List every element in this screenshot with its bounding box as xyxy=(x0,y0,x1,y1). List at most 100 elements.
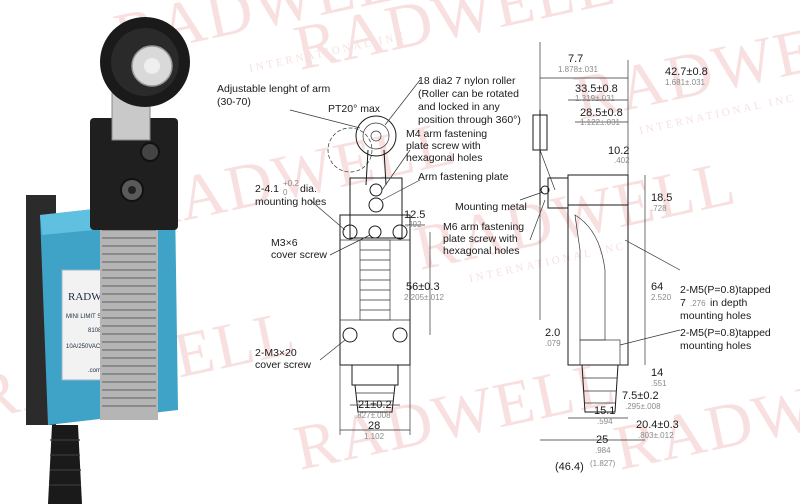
label-mounting-holes-sub: 0 xyxy=(283,188,288,197)
arm-line-left xyxy=(365,149,369,186)
dim-33-5-in: 1.319±.031 xyxy=(575,94,616,103)
plate-web: .com xyxy=(88,368,101,374)
cover-screw-m3x6 xyxy=(368,225,382,239)
cable-gland xyxy=(48,425,82,504)
roller-outline xyxy=(355,115,397,157)
roller-alt-position xyxy=(327,127,373,173)
dim-2-0-in: .079 xyxy=(545,339,561,348)
side-arm-link xyxy=(539,149,556,191)
dim-7-7: 7.7 xyxy=(568,53,583,65)
head-hole-top xyxy=(140,142,160,162)
mounting-hole-bottom-right xyxy=(392,327,408,343)
label-m4-3: hexagonal holes xyxy=(406,152,482,164)
mounting-hole-top-right xyxy=(392,224,408,240)
label-roller-1: 18 dia2 7 nylon roller xyxy=(418,75,516,87)
arm-line-right xyxy=(383,149,387,186)
side-inner-curve xyxy=(574,214,606,341)
label-m6-3: hexagonal holes xyxy=(443,245,519,257)
dim-7-5: 7.5±0.2 xyxy=(622,390,659,402)
labels: Adjustable lenght of arm (30-70) PT20° m… xyxy=(217,75,771,371)
dim-64: 64 xyxy=(651,281,663,293)
dim-2-0: 2.0 xyxy=(545,327,560,339)
label-m3x20-1: 2-M3×20 xyxy=(255,347,297,359)
label-adjustable-arm: Adjustable lenght of arm xyxy=(217,83,330,95)
dim-25: 25 xyxy=(596,434,608,446)
label-mounting-holes-sup: +0.2 xyxy=(283,179,299,188)
label-m4-1: M4 arm fastening xyxy=(406,128,487,140)
label-m5-tapped-1: 2-M5(P=0.8)tapped xyxy=(680,284,771,296)
mounting-hole-bottom-left xyxy=(342,327,358,343)
dim-64-in: 2.520 xyxy=(651,293,672,302)
dim-21: 21±0.2 xyxy=(358,399,392,411)
dim-42-7: 42.7±0.8 xyxy=(665,66,708,78)
head-screw-center xyxy=(128,186,136,194)
mounting-metal-screw xyxy=(540,185,550,195)
dim-20-4: 20.4±0.3 xyxy=(636,419,679,431)
dim-28: 28 xyxy=(368,420,380,432)
mounting-hole-top-left xyxy=(342,224,358,240)
dim-14-in: .551 xyxy=(651,379,667,388)
dim-12-5-in: .492 xyxy=(406,220,422,229)
dim-28-5: 28.5±0.8 xyxy=(580,107,623,119)
roller-inner-outline xyxy=(362,122,390,150)
dim-15-1: 15.1 xyxy=(594,405,615,417)
dim-46-4-in: (1.827) xyxy=(590,459,616,468)
side-head xyxy=(547,177,569,209)
dim-56-in: 2.205±.012 xyxy=(404,293,445,302)
plate-model: 8108 xyxy=(88,328,102,334)
label-adjustable-arm-range: (30-70) xyxy=(217,96,251,108)
dim-21-in: .827±.008 xyxy=(355,411,391,420)
side-gland xyxy=(581,364,619,413)
product-illustration: RADWELL MINI LIMIT SWITCH 8108 10A/250VA… xyxy=(26,17,190,504)
dim-25-in: .984 xyxy=(595,446,611,455)
label-m3x20-2: cover screw xyxy=(255,359,311,371)
label-m5-tapped-2b: .276 xyxy=(690,299,706,308)
roller-axle xyxy=(370,130,382,142)
label-arm-plate: Arm fastening plate xyxy=(418,171,509,183)
dim-7-5-in: .295±.008 xyxy=(625,402,661,411)
dim-33-5: 33.5±0.8 xyxy=(575,83,618,95)
dimensions: 7.7 1.878±.031 42.7±0.8 1.681±.031 33.5±… xyxy=(355,53,708,473)
label-m3x6-2: cover screw xyxy=(271,249,327,261)
label-roller-3: and locked in any xyxy=(418,101,500,113)
dim-20-4-in: .803±.012 xyxy=(638,431,674,440)
label-m6-2: plate screw with xyxy=(443,233,518,245)
leader-lines xyxy=(289,79,681,361)
dim-42-7-in: 1.681±.031 xyxy=(665,78,706,87)
side-view xyxy=(532,42,646,441)
dim-14: 14 xyxy=(651,367,663,379)
label-m5-holes-1: 2-M5(P=0.8)tapped xyxy=(680,327,771,339)
label-mounting-holes-1: 2-4.1 xyxy=(255,183,279,195)
dim-10-2: 10.2 xyxy=(608,145,629,157)
gland-body xyxy=(354,384,396,413)
label-m3x6-1: M3×6 xyxy=(271,237,298,249)
plate-rating: 10A/250VAC xyxy=(66,344,101,350)
dim-7-7-in: 1.878±.031 xyxy=(558,65,599,74)
dim-18-5-in: .728 xyxy=(651,204,667,213)
label-roller-4: position through 360°) xyxy=(418,114,521,126)
arm-plate-screw xyxy=(369,183,383,197)
label-m6-1: M6 arm fastening xyxy=(443,221,524,233)
gland-top xyxy=(351,364,399,386)
dim-46-4: (46.4) xyxy=(555,461,584,473)
dim-10-2-in: .402 xyxy=(614,156,630,165)
label-roller-2: (Roller can be rotated xyxy=(418,88,519,100)
dim-12-5: 12.5 xyxy=(404,209,425,221)
dim-56: 56±0.3 xyxy=(406,281,440,293)
side-top-block xyxy=(567,174,629,206)
front-view xyxy=(327,115,431,435)
roller-hub-center xyxy=(144,58,160,74)
label-mounting-holes-3: mounting holes xyxy=(255,196,326,208)
label-mounting-metal: Mounting metal xyxy=(455,201,527,213)
dim-28-in: 1.102 xyxy=(364,432,385,441)
label-m5-holes-2: mounting holes xyxy=(680,340,751,352)
m4-screw xyxy=(368,197,384,213)
label-m5-tapped-2c: in depth xyxy=(710,297,748,309)
label-pt: PT20° max xyxy=(328,103,381,115)
label-m5-tapped-3: mounting holes xyxy=(680,310,751,322)
side-lower-block xyxy=(579,339,621,366)
label-m5-tapped-2: 7 xyxy=(680,297,686,309)
label-mounting-holes-2: dia. xyxy=(300,183,317,195)
